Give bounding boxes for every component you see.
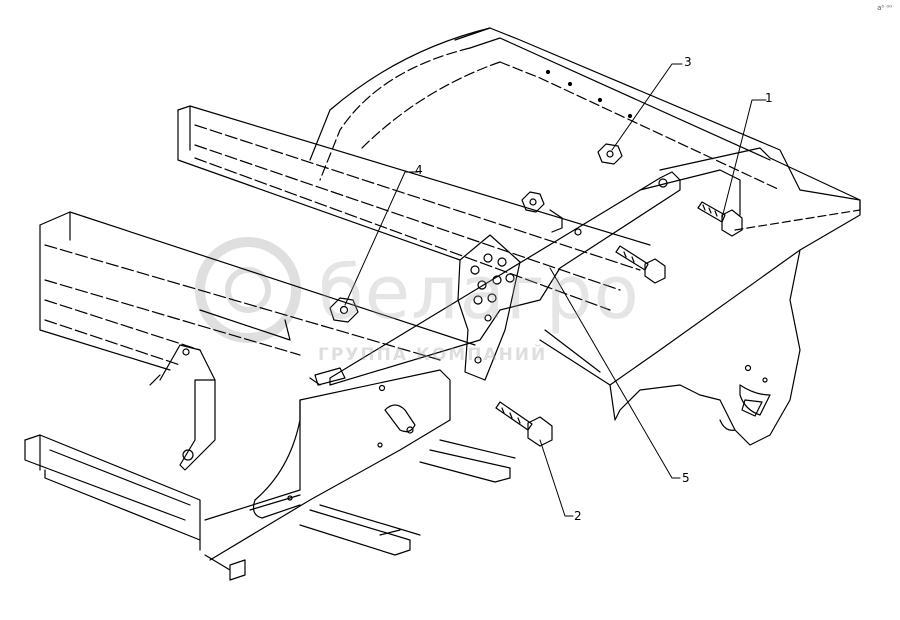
lower-front-beam [39,211,476,371]
leader-1 [721,99,767,219]
leader-4 [344,171,419,306]
bolt-part-2 [495,401,553,447]
callout-label-3: 3 [684,55,692,69]
link-bar-part-5 [309,171,681,386]
bolt-part-1 [697,201,743,237]
leader-2 [539,439,574,517]
corner-mark: a⁰ ⁰⁰ [877,4,892,12]
callout-label-4: 4 [415,163,423,177]
leader-3 [611,63,683,151]
callout-leaders [344,63,767,517]
callout-label-2: 2 [574,509,582,523]
upper-beam [177,105,801,386]
callout-label-5: 5 [682,471,690,485]
nut-part-4 [329,297,359,323]
leader-5 [549,267,681,479]
lower-skids [299,439,516,556]
bolt-center [615,245,666,284]
callout-label-1: 1 [765,91,773,105]
nut-small [521,191,545,213]
watermark-logo [195,237,301,343]
center-hitch-frame [204,369,451,581]
nut-part-3 [597,143,623,165]
rear-arch-frame [309,27,861,211]
adjusting-plate [457,234,521,381]
front-cross-member [24,344,216,551]
